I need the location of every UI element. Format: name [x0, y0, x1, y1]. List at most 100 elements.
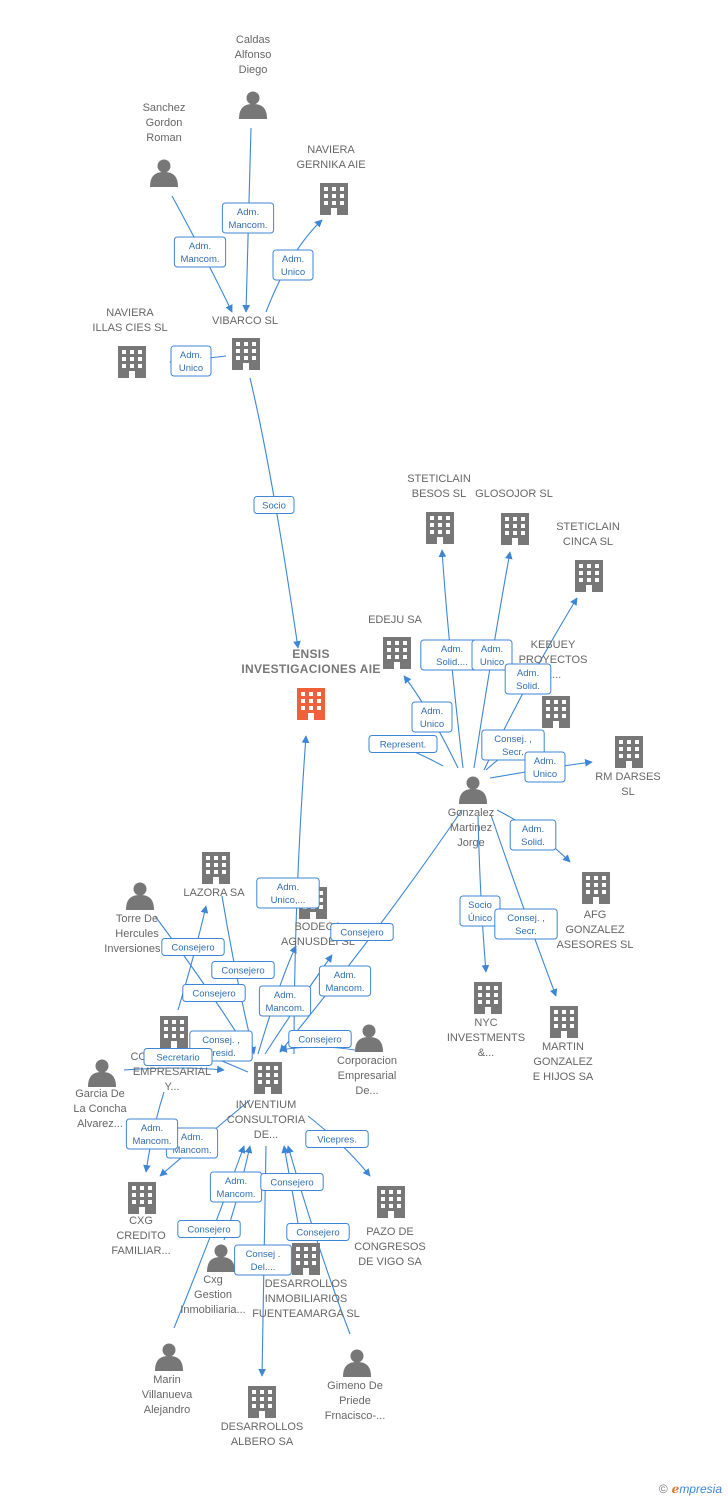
node-label: Garcia De [75, 1088, 125, 1100]
edge-label[interactable]: Consejero [177, 1220, 241, 1238]
node-label: NAVIERA [106, 307, 154, 319]
edge-label[interactable]: Consejero [260, 1173, 324, 1191]
edge-label[interactable]: Represent. [368, 735, 438, 753]
node-label: Villanueva [142, 1389, 193, 1401]
edge-label-text: Socio [468, 900, 492, 911]
building-icon [320, 183, 348, 215]
edge-label[interactable]: Consej. ,Secr. [494, 908, 558, 940]
edge-label[interactable]: Adm.Mancom. [173, 236, 227, 268]
node-label: MARTIN [542, 1041, 584, 1053]
edge-label-text: Adm. [282, 254, 304, 265]
edge-label-box [411, 701, 453, 733]
edge-label-text: Adm. [421, 706, 443, 717]
edge-label-box [211, 961, 275, 979]
node-label: RM DARSES [595, 771, 660, 783]
edge-label[interactable]: Adm.Mancom. [125, 1118, 179, 1150]
node-label: KEBUEY [531, 639, 576, 651]
node-label: De... [355, 1085, 378, 1097]
node-label: ENSIS [292, 647, 330, 661]
node-label: ILLAS CIES SL [92, 322, 167, 334]
node-illas[interactable]: NAVIERA ILLAS CIES SL [92, 307, 168, 378]
node-cxg_credito[interactable]: CXGCREDITOFAMILIAR... [111, 1182, 171, 1257]
node-gimeno[interactable]: Gimeno DePriedeFrnacisco-... [325, 1349, 386, 1423]
edge-label[interactable]: Adm.Solid. [509, 819, 557, 851]
edge-label[interactable]: Consejero [286, 1223, 350, 1241]
edge-label[interactable]: Adm.Unico [524, 751, 566, 783]
node-label: BODEGA [294, 921, 342, 933]
node-edeju[interactable]: EDEJU SA [368, 614, 423, 669]
edge-label[interactable]: Adm.Mancom. [258, 985, 312, 1017]
node-torre[interactable]: Torre DeHerculesInversiones... [104, 882, 170, 956]
edge-marin-to-inventium [173, 1145, 246, 1329]
node-label: ALBERO SA [231, 1436, 294, 1448]
node-inventium[interactable]: INVENTIUMCONSULTORIADE... [227, 1062, 306, 1141]
node-vibarco[interactable]: VIBARCO SL [212, 315, 278, 370]
edge-label[interactable]: Adm.Mancom. [209, 1171, 263, 1203]
edge-label[interactable]: Adm.Mancom. [318, 965, 372, 997]
edge-label-text: Mancom. [325, 983, 364, 994]
brand-footer[interactable]: ©ℯmpresia [659, 1482, 722, 1496]
edge-label-text: Del.... [251, 1262, 276, 1273]
edge-label[interactable]: Consejero [161, 938, 225, 956]
edge-label[interactable]: Consejero [211, 961, 275, 979]
edge-label-box [170, 345, 212, 377]
edge-label[interactable]: Adm.Unico [272, 249, 314, 281]
edge-label-text: Secr. [502, 747, 524, 758]
node-label: AFG [584, 909, 607, 921]
edge-label-box [305, 1130, 369, 1148]
edge-label[interactable]: Secretario [143, 1048, 213, 1066]
node-glosojor[interactable]: GLOSOJOR SL [475, 488, 553, 545]
edge-label[interactable]: Adm.Unico [411, 701, 453, 733]
edge-label-text: Secretario [156, 1053, 199, 1064]
node-nyc[interactable]: NYCINVESTMENTS&... [447, 982, 525, 1059]
node-corp_person[interactable]: CorporacionEmpresarialDe... [337, 1024, 397, 1098]
node-lazora[interactable]: LAZORA SA [183, 852, 245, 899]
edge-label-text: Consejero [187, 1225, 230, 1236]
edge-label-text: Mancom. [132, 1136, 171, 1147]
edge-label[interactable]: Adm.Unico,... [256, 877, 320, 909]
node-kebuey[interactable]: KEBUEYPROYECTOSE... [519, 639, 588, 728]
edge-label-text: Adm. [181, 1132, 203, 1143]
person-icon [459, 776, 487, 804]
edge-label[interactable]: Adm.Solid. [504, 663, 552, 695]
copyright-icon: © [658, 1482, 668, 1496]
node-label: EMPRESARIAL [133, 1066, 211, 1078]
edge-label[interactable]: Adm.Unico [471, 639, 513, 671]
node-cxg_gestion[interactable]: CxgGestionInmobiliaria... [180, 1244, 246, 1317]
edge-label-text: Solid.... [436, 657, 468, 668]
edge-label[interactable]: Adm.Unico [170, 345, 212, 377]
edge-label-box [234, 1244, 292, 1276]
building-icon [292, 1243, 320, 1275]
edge-label[interactable]: Vicepres. [305, 1130, 369, 1148]
person-icon [239, 91, 267, 119]
edge-label[interactable]: Socio [253, 496, 295, 514]
edge-label[interactable]: Consejero [330, 923, 394, 941]
node-label: CONSULTORIA [227, 1114, 306, 1126]
edge-label[interactable]: Adm.Solid.... [420, 639, 484, 671]
node-label: PROYECTOS [519, 654, 588, 666]
edge-label[interactable]: Consejero [182, 984, 246, 1002]
edge-label-text: Unico [480, 657, 504, 668]
edge-label-text: Presid. [206, 1048, 236, 1059]
edge-label[interactable]: Consej .Del.... [234, 1244, 292, 1276]
edge-label-box [272, 249, 314, 281]
edge-label[interactable]: Adm.Mancom. [221, 202, 275, 234]
edge-label[interactable]: Consejero [288, 1030, 352, 1048]
